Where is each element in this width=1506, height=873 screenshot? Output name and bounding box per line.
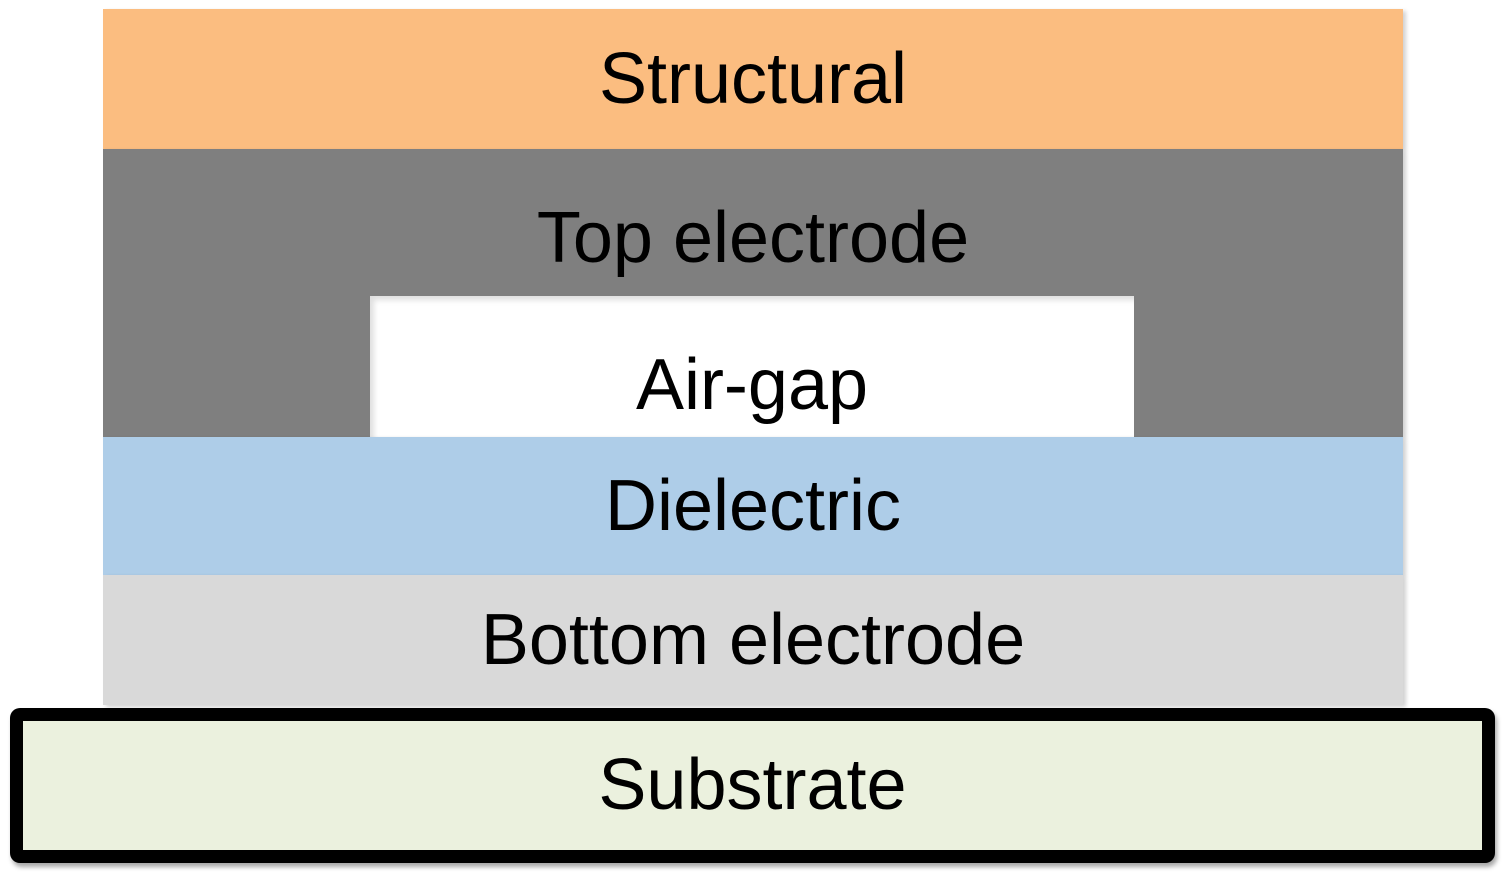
substrate-label: Substrate bbox=[598, 745, 907, 826]
bottom-electrode-label: Bottom electrode bbox=[480, 599, 1026, 680]
top-electrode-label: Top electrode bbox=[536, 198, 970, 278]
structural-label: Structural bbox=[598, 38, 908, 119]
air-gap-cavity: Air-gap bbox=[370, 296, 1134, 437]
dielectric-layer: Dielectric bbox=[103, 437, 1403, 575]
substrate-layer: Substrate bbox=[10, 708, 1495, 863]
dielectric-label: Dielectric bbox=[604, 465, 902, 546]
bottom-electrode-layer: Bottom electrode bbox=[103, 575, 1403, 705]
top-electrode-layer: Top electrode Air-gap bbox=[103, 149, 1403, 437]
air-gap-label: Air-gap bbox=[635, 345, 869, 425]
structural-layer: Structural bbox=[103, 9, 1403, 149]
